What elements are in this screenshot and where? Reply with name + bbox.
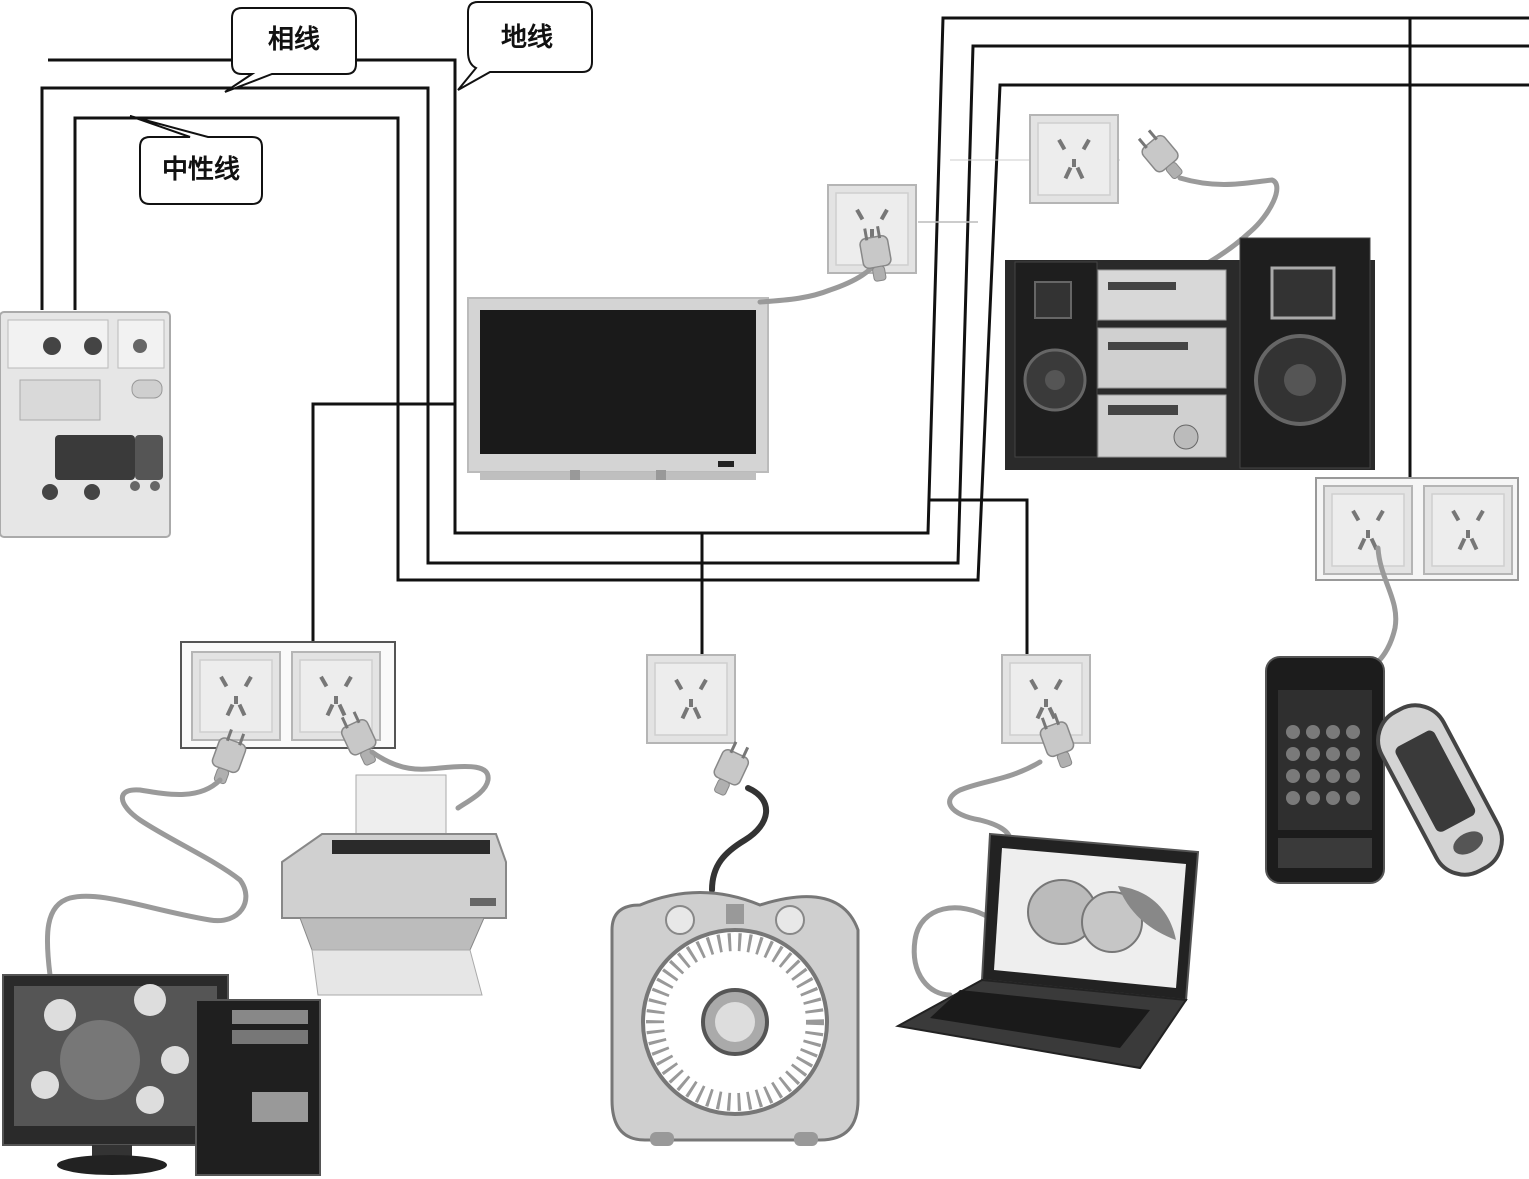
phase-wire-label: 相线 <box>268 25 320 55</box>
desktop-computer-icon <box>2 974 321 1176</box>
electric-fan-icon <box>610 891 860 1146</box>
laptop-icon <box>895 832 1200 1070</box>
callout-ground-wire: 地线 <box>457 1 593 91</box>
printer-icon <box>281 774 507 996</box>
phone-charger-icon <box>1376 703 1504 877</box>
ground-wire-label: 地线 <box>501 23 553 53</box>
television-icon <box>467 297 769 480</box>
phone-socket-double <box>1315 477 1519 581</box>
mobile-phone-icon <box>1265 656 1385 884</box>
circuit-breaker-icon <box>0 311 171 538</box>
stereo-system-icon <box>1005 237 1375 470</box>
fan-socket <box>646 654 736 744</box>
stereo-socket <box>1029 114 1119 204</box>
callout-phase-wire: 相线 <box>224 7 357 93</box>
neutral-wire-label: 中性线 <box>162 155 240 185</box>
supply-wires <box>40 16 1529 655</box>
callout-neutral-wire: 中性线 <box>129 115 263 205</box>
